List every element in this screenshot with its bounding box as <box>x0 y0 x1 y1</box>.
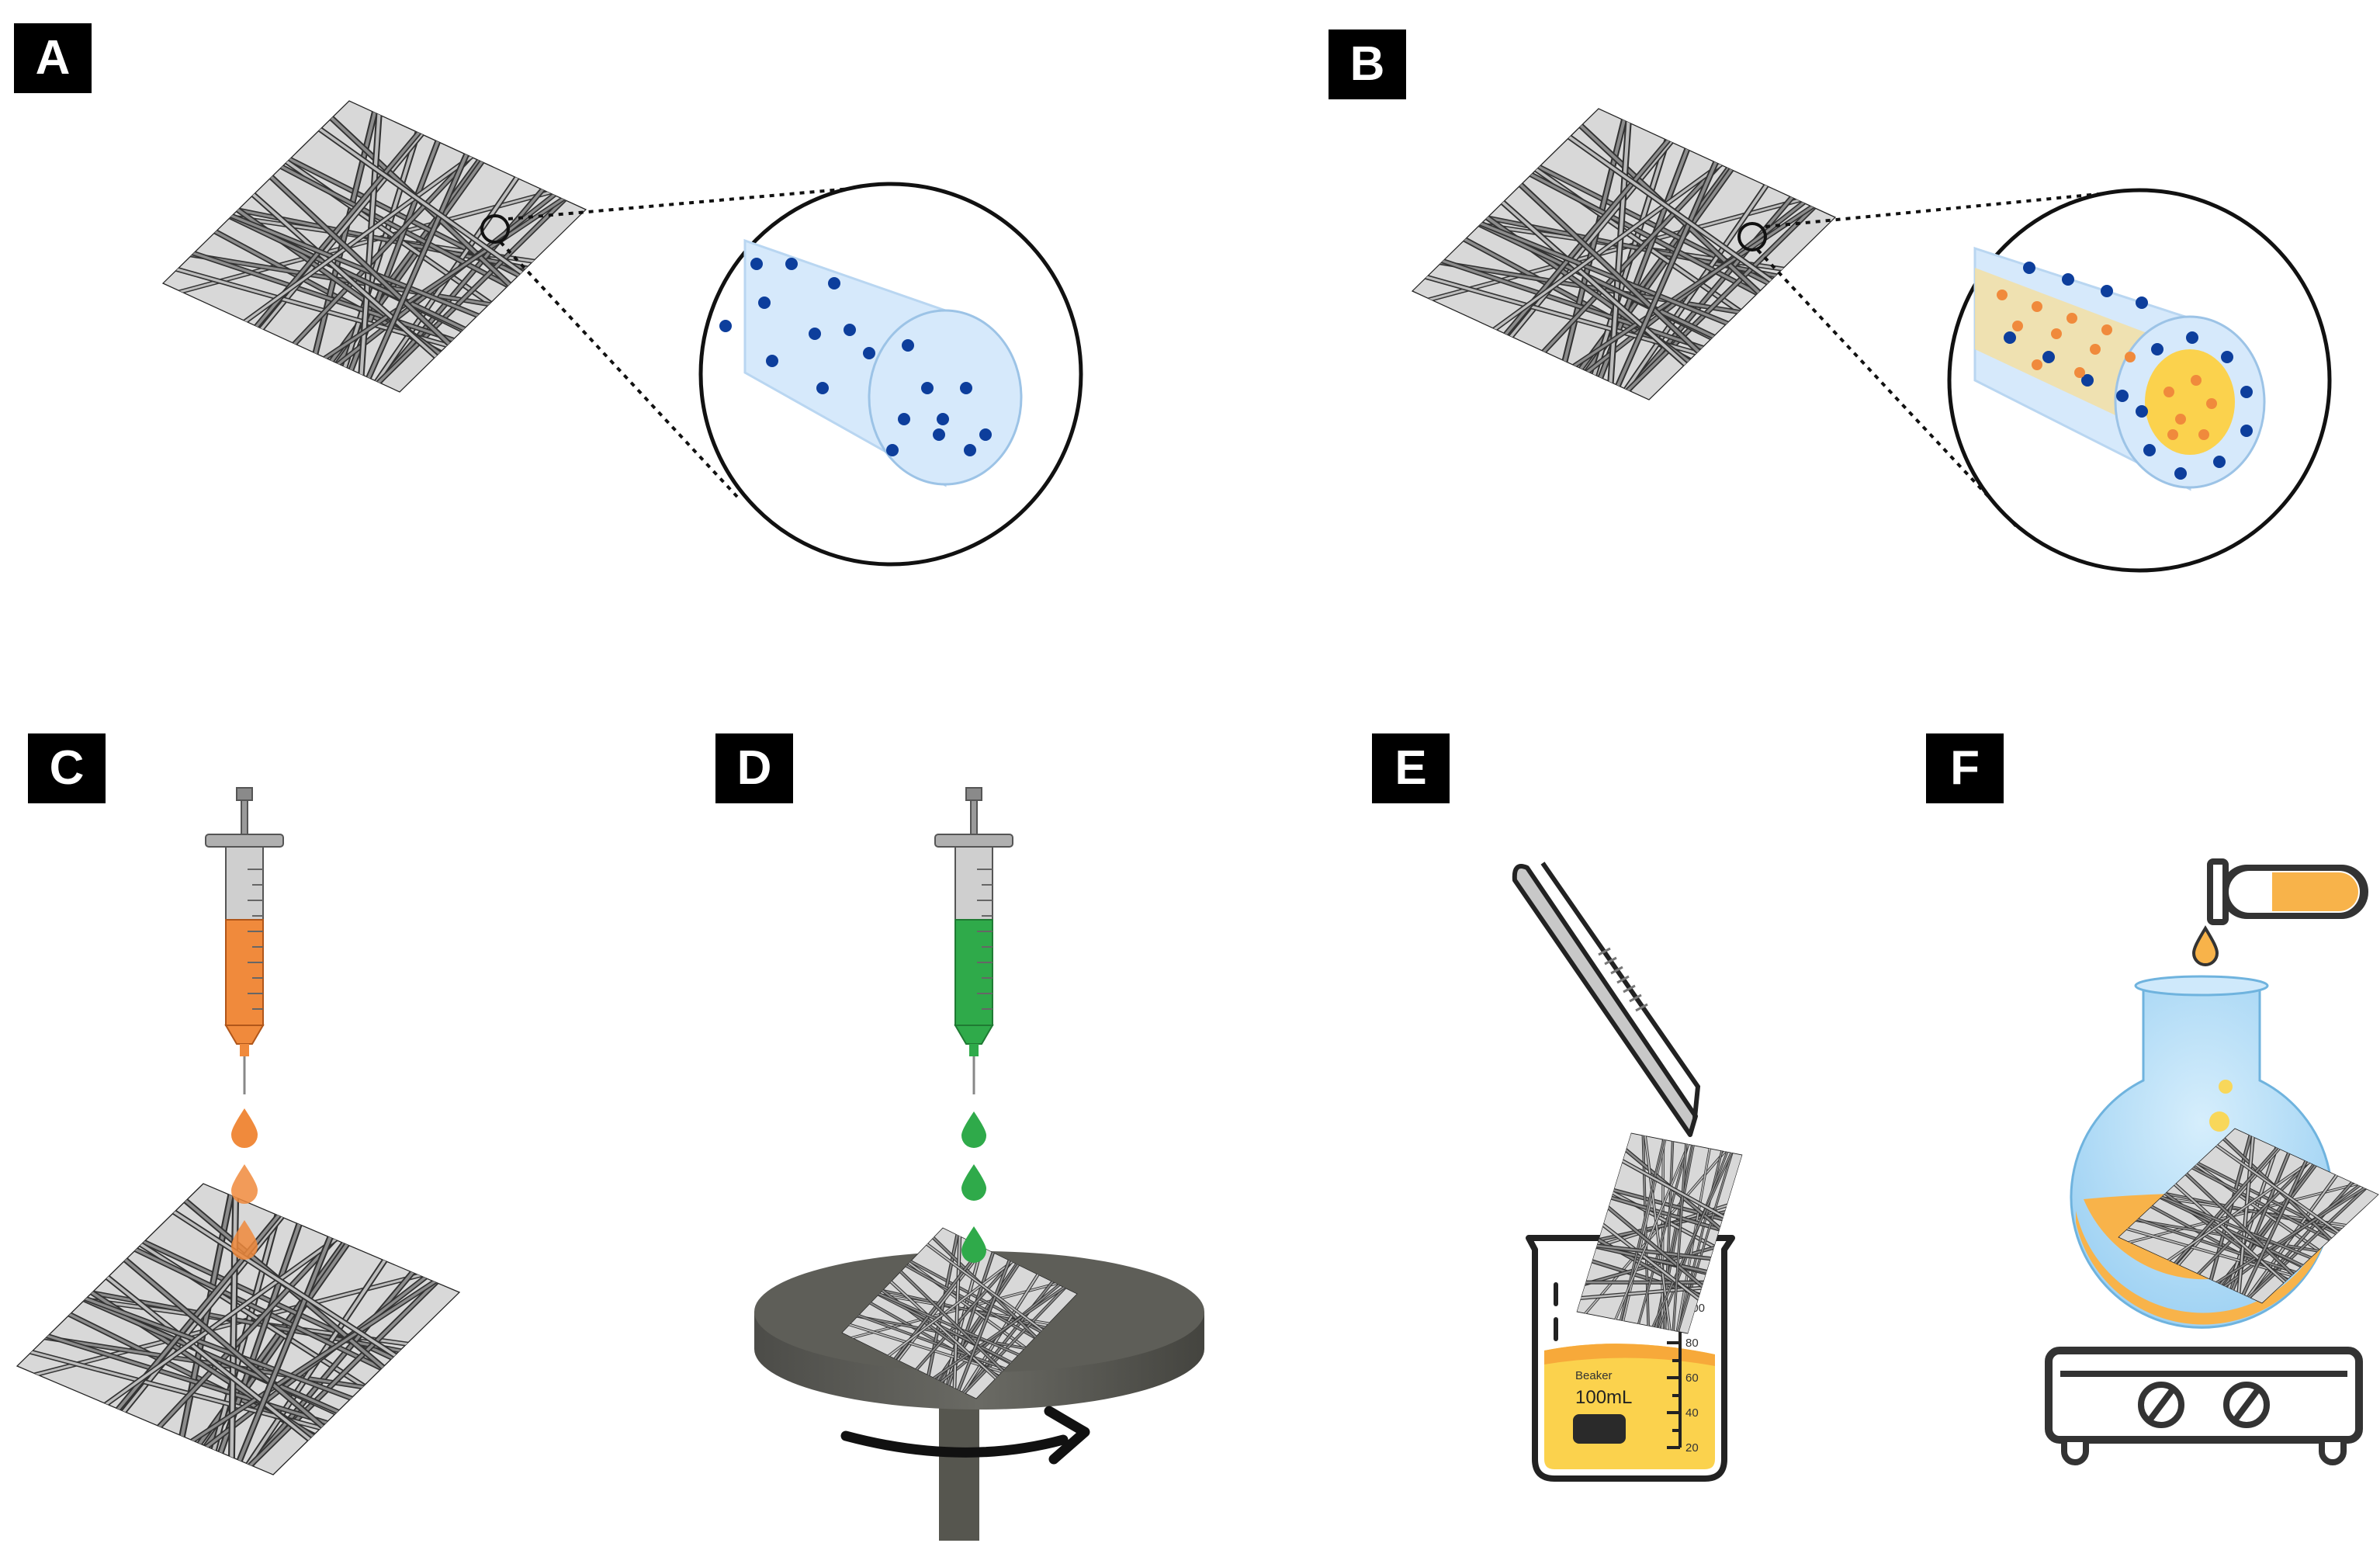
droplet-icon <box>961 1111 986 1263</box>
blue-particle <box>750 258 763 270</box>
blue-particle <box>785 258 798 270</box>
blue-particle <box>2081 374 2094 387</box>
blue-particle <box>2116 390 2129 402</box>
blue-particle <box>816 382 829 394</box>
orange-particle <box>2167 429 2178 440</box>
magnifier-circle-icon <box>1737 222 1767 251</box>
droplet-icon <box>2191 925 2219 966</box>
orange-particle <box>2051 328 2062 339</box>
orange-particle <box>2163 387 2174 397</box>
blue-particle <box>758 296 771 309</box>
beaker-tick-label: 80 <box>1685 1337 1699 1350</box>
orange-particle <box>2101 324 2112 335</box>
blue-particle <box>902 339 914 352</box>
blue-particle <box>921 382 934 394</box>
orange-particle <box>2066 313 2077 324</box>
orange-particle <box>2198 429 2209 440</box>
blue-particle <box>2042 351 2055 363</box>
orange-particle <box>2032 359 2042 370</box>
panel-b-mesh <box>1370 79 1878 428</box>
blue-particle <box>2136 405 2148 418</box>
blue-particle <box>2143 444 2156 456</box>
blue-particle <box>2004 331 2016 344</box>
panel-label-a: A <box>14 23 92 93</box>
beaker-tick-label: 20 <box>1685 1441 1699 1455</box>
orange-particle <box>1997 290 2008 300</box>
blue-particle <box>2240 386 2253 398</box>
panel-c-mesh <box>0 1155 504 1504</box>
blue-particle <box>2136 296 2148 309</box>
panel-label-d: D <box>715 733 793 803</box>
syringe-icon <box>934 787 1013 1094</box>
orange-particle <box>2206 398 2217 409</box>
rotation-arrow-icon <box>840 1406 1090 1465</box>
orange-particle <box>2012 321 2023 331</box>
blue-particle <box>960 382 972 394</box>
blue-particle <box>2186 331 2198 344</box>
blue-particle <box>2062 273 2074 286</box>
blue-particle <box>719 320 732 332</box>
magnifier-circle-icon <box>480 214 510 244</box>
blue-particle <box>844 324 856 336</box>
blue-particle <box>2174 467 2187 480</box>
zoom-line-top <box>1765 189 2139 228</box>
beaker-tick-label: 40 <box>1685 1406 1699 1420</box>
panel-label-c: C <box>28 733 106 803</box>
blue-particle <box>937 413 949 425</box>
droplet-icon <box>231 1108 258 1260</box>
beaker-brand-text: Beaker <box>1575 1369 1613 1382</box>
zoom-line-bottom <box>1756 248 2019 529</box>
blue-particle <box>2023 262 2035 274</box>
blue-particle <box>964 444 976 456</box>
zoom-line-bottom <box>499 241 739 498</box>
blue-particle <box>2151 343 2163 355</box>
blue-particle <box>2213 456 2226 468</box>
zoom-line-top <box>508 185 878 220</box>
blue-particle <box>2240 425 2253 437</box>
hot-plate-icon <box>2045 1347 2363 1465</box>
blue-particle <box>2101 285 2113 297</box>
magnified-fiber-b <box>1947 188 2332 573</box>
panel-label-e: E <box>1372 733 1450 803</box>
test-tube-icon <box>2207 858 2368 925</box>
orange-particle <box>2125 352 2136 362</box>
orange-particle <box>2074 367 2085 378</box>
blue-particle <box>979 428 992 441</box>
blue-particle <box>828 277 840 290</box>
blue-particle <box>2221 351 2233 363</box>
orange-particle <box>2032 301 2042 312</box>
magnified-fiber-a <box>698 182 1083 567</box>
blue-particle <box>863 347 875 359</box>
blue-particle <box>898 413 910 425</box>
blue-particle <box>933 428 945 441</box>
blue-particle <box>766 355 778 367</box>
beaker-volume-text: 100mL <box>1575 1387 1632 1408</box>
blue-particle <box>809 328 821 340</box>
orange-particle <box>2090 344 2101 355</box>
panel-label-f: F <box>1926 733 2004 803</box>
blue-particle <box>886 444 899 456</box>
panel-a-mesh <box>121 71 629 421</box>
beaker-tick-label: 60 <box>1685 1371 1699 1385</box>
orange-particle <box>2191 375 2202 386</box>
panel-label-b: B <box>1329 29 1406 99</box>
tweezers-icon <box>1512 862 1701 1137</box>
syringe-icon <box>205 787 284 1094</box>
orange-particle <box>2175 414 2186 425</box>
